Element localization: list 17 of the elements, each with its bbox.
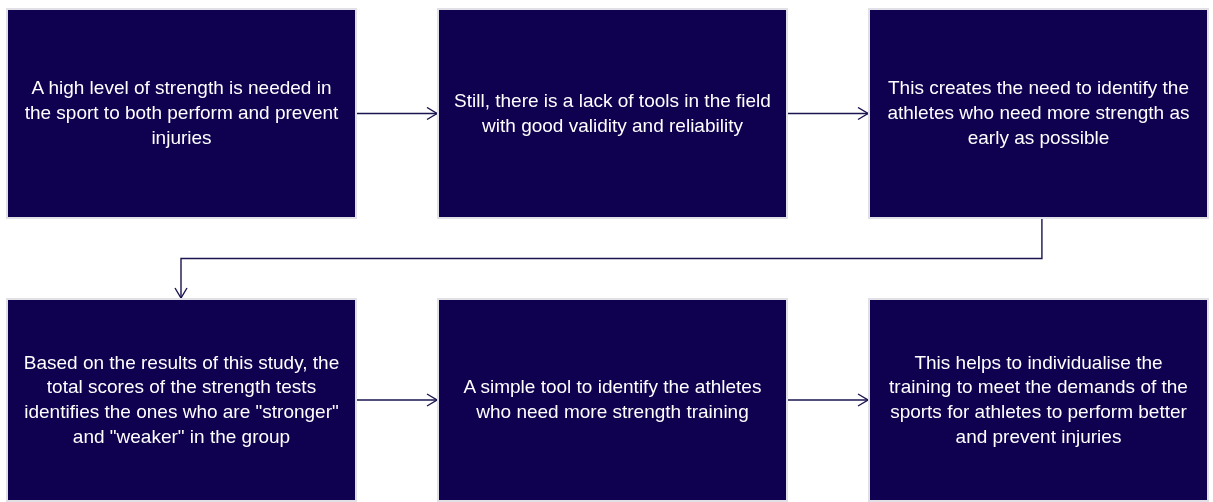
box-text: This helps to individualise the training to meet the demands of the sports for athletes to perform better and prevent injuries (888, 350, 1189, 449)
arrow (787, 393, 869, 407)
process-box (437, 8, 788, 219)
process-box (6, 8, 357, 219)
box-text: This creates the need to identify the athletes who need more strength as early as possible (886, 76, 1191, 150)
process-box (6, 298, 357, 502)
arrow (356, 393, 438, 407)
process-box (868, 298, 1209, 502)
box-text: Still, there is a lack of tools in the field with good validity and reliability (453, 88, 772, 138)
box-text: Based on the results of this study, the total scores of the strength tests identifies the ones who are "stronger" and "weaker" in the group (22, 350, 341, 449)
arrow (787, 106, 869, 121)
arrow (356, 106, 438, 121)
arrow (174, 218, 1043, 299)
process-box (437, 298, 788, 502)
box-text: A high level of strength is needed in the sport to both perform and prevent injuries (23, 76, 340, 150)
process-box (868, 8, 1209, 219)
box-text: A simple tool to identify the athletes who need more strength training (462, 375, 763, 424)
